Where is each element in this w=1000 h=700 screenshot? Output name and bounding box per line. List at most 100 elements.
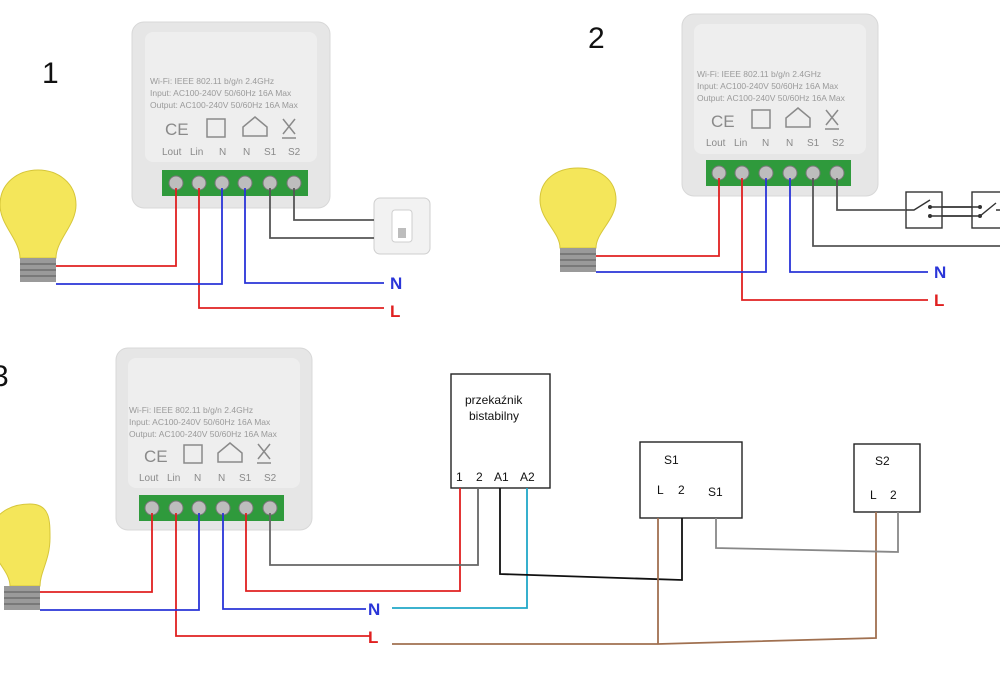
wire-s2-switch xyxy=(293,188,374,221)
terminal-label-n2: N xyxy=(786,138,793,149)
terminal-block xyxy=(139,495,284,521)
live-label: L xyxy=(368,628,378,647)
terminal-label-lin: Lin xyxy=(167,473,180,484)
terminal-label-lout: Lout xyxy=(139,473,159,484)
terminal-label-n2: N xyxy=(243,147,250,158)
pushbutton-s1: S1 L 2 S1 xyxy=(639,441,743,519)
home-icon xyxy=(785,107,811,128)
relay-pin-a2: A2 xyxy=(520,470,535,484)
terminal-label-s1: S1 xyxy=(807,138,820,149)
neutral-label: N xyxy=(390,274,402,293)
switch-s1-pin-l: L xyxy=(657,483,664,497)
panel-1: 1 Wi-Fi: IEEE 802.11 b/g/n 2.4GHz Input:… xyxy=(0,21,431,321)
spec-output: Output: AC100-240V 50/60Hz 16A Max xyxy=(697,93,846,103)
terminal-block xyxy=(162,170,308,196)
relay-pin-1: 1 xyxy=(456,470,463,484)
terminal-label-n1: N xyxy=(762,138,769,149)
weee-bin-icon xyxy=(257,443,271,464)
smart-switch-module: Wi-Fi: IEEE 802.11 b/g/n 2.4GHz Input: A… xyxy=(131,21,331,209)
live-label: L xyxy=(390,302,400,321)
panel-number: 1 xyxy=(42,57,59,90)
live-label: L xyxy=(934,291,944,310)
spec-input: Input: AC100-240V 50/60Hz 16A Max xyxy=(150,88,292,98)
terminal-label-s1: S1 xyxy=(239,473,252,484)
terminal-label-s2: S2 xyxy=(264,473,277,484)
terminal-label-lin: Lin xyxy=(190,147,203,158)
wire-live-brown xyxy=(392,512,877,645)
relay-pin-2: 2 xyxy=(476,470,483,484)
double-insulation-icon xyxy=(751,109,771,129)
double-insulation-icon xyxy=(206,118,226,138)
wire-neutral-in xyxy=(244,188,384,284)
switch-s2-pin-l: L xyxy=(870,488,877,502)
switch-s2-title: S2 xyxy=(875,454,890,468)
neutral-label: N xyxy=(934,263,946,282)
home-icon xyxy=(217,442,243,463)
ce-mark: CE xyxy=(711,112,735,131)
terminal-label-lout: Lout xyxy=(706,138,726,149)
weee-bin-icon xyxy=(282,118,296,139)
bistable-relay: przekaźnik bistabilny 1 2 A1 A2 xyxy=(450,373,551,489)
ce-mark: CE xyxy=(165,120,189,139)
panel-number: 2 xyxy=(588,22,605,55)
terminal-label-s2: S2 xyxy=(832,138,845,149)
smart-switch-module: Wi-Fi: IEEE 802.11 b/g/n 2.4GHz Input: A… xyxy=(681,13,879,197)
wire-s1-switch xyxy=(812,178,1000,247)
home-icon xyxy=(242,116,268,137)
switch-s1-pin-2: 2 xyxy=(678,483,685,497)
panel-number: 3 xyxy=(0,360,9,393)
light-bulb xyxy=(539,167,617,272)
smart-switch-module: Wi-Fi: IEEE 802.11 b/g/n 2.4GHz Input: A… xyxy=(115,347,313,531)
wire-neutral-lamp xyxy=(56,188,223,285)
wire-traveler xyxy=(942,206,972,217)
wire-live-in xyxy=(198,188,384,309)
wire-lout-lamp xyxy=(56,188,177,267)
relay-title-line2: bistabilny xyxy=(469,409,519,423)
pushbutton-s2: S2 L 2 xyxy=(853,443,921,513)
wall-switch xyxy=(373,197,431,255)
spec-input: Input: AC100-240V 50/60Hz 16A Max xyxy=(129,417,271,427)
spec-wifi: Wi-Fi: IEEE 802.11 b/g/n 2.4GHz xyxy=(150,76,274,86)
spec-output: Output: AC100-240V 50/60Hz 16A Max xyxy=(129,429,278,439)
terminal-label-s1: S1 xyxy=(264,147,277,158)
relay-title-line1: przekaźnik xyxy=(465,393,523,407)
weee-bin-icon xyxy=(825,109,839,130)
wire-s2-relay xyxy=(269,488,479,566)
terminal-label-n2: N xyxy=(218,473,225,484)
spec-wifi: Wi-Fi: IEEE 802.11 b/g/n 2.4GHz xyxy=(129,405,253,415)
wire-live-in xyxy=(741,178,928,301)
ce-mark: CE xyxy=(144,447,168,466)
wire-neutral-lamp xyxy=(40,513,200,611)
light-bulb xyxy=(0,503,51,610)
double-insulation-icon xyxy=(183,444,203,464)
wire-live-in xyxy=(175,513,370,637)
two-way-switch-a xyxy=(905,191,943,229)
panel-3: 3 Wi-Fi: IEEE 802.11 b/g/n 2.4GHz Input:… xyxy=(0,347,921,647)
light-bulb xyxy=(0,169,77,282)
terminal-label-s2: S2 xyxy=(288,147,301,158)
terminal-label-lout: Lout xyxy=(162,147,182,158)
wire-s2-switch xyxy=(836,178,906,211)
spec-input: Input: AC100-240V 50/60Hz 16A Max xyxy=(697,81,839,91)
wire-s1-switch xyxy=(269,188,374,239)
wire-a1-s1 xyxy=(499,488,683,581)
spec-wifi: Wi-Fi: IEEE 802.11 b/g/n 2.4GHz xyxy=(697,69,821,79)
two-way-switch-b xyxy=(971,191,1000,229)
neutral-label: N xyxy=(368,600,380,619)
panel-2: 2 Wi-Fi: IEEE 802.11 b/g/n 2.4GHz Input:… xyxy=(539,13,1000,310)
wire-neutral-a2 xyxy=(392,488,528,609)
spec-output: Output: AC100-240V 50/60Hz 16A Max xyxy=(150,100,299,110)
wire-neutral-in xyxy=(222,513,366,610)
relay-pin-a1: A1 xyxy=(494,470,509,484)
wire-s1-relay xyxy=(245,488,461,592)
terminal-block xyxy=(706,160,851,186)
terminal-label-n1: N xyxy=(219,147,226,158)
terminal-label-lin: Lin xyxy=(734,138,747,149)
wire-lout-lamp xyxy=(596,178,720,257)
switch-s1-pin-s1: S1 xyxy=(708,485,723,499)
wire-neutral-in xyxy=(789,178,928,273)
wire-lout-lamp xyxy=(40,513,153,593)
switch-s1-title: S1 xyxy=(664,453,679,467)
terminal-label-n1: N xyxy=(194,473,201,484)
